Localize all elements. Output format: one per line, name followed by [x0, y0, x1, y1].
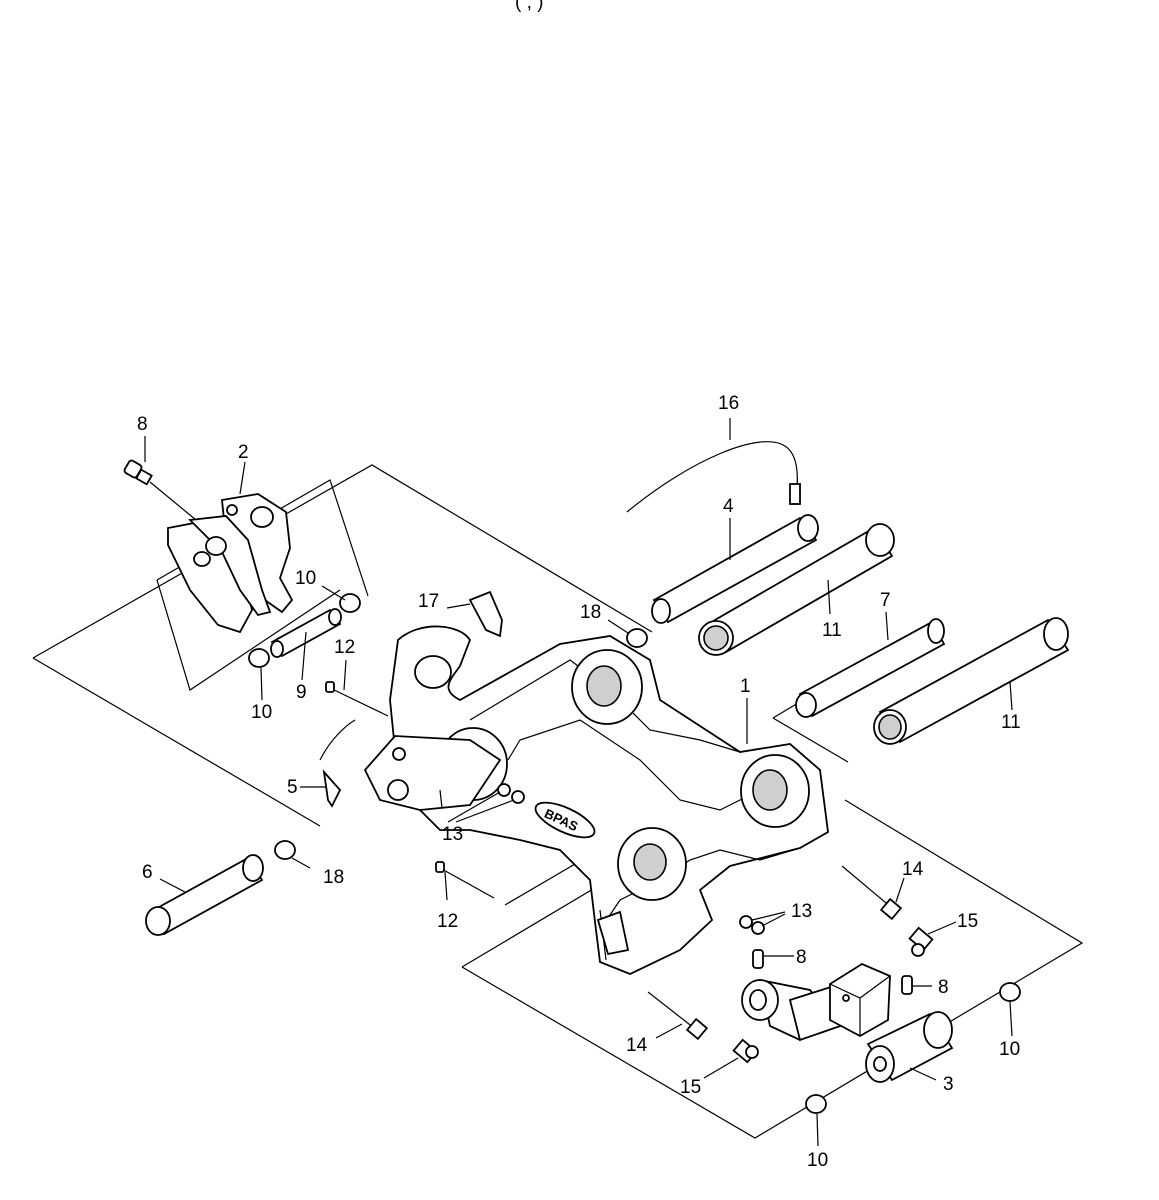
- callout-18: 18: [323, 867, 344, 888]
- callout-3: 3: [943, 1074, 954, 1095]
- callout-10: 10: [251, 702, 272, 723]
- callout-1: 1: [740, 676, 751, 697]
- pin-4: [651, 514, 819, 624]
- nut-b: [511, 790, 525, 804]
- nut-a: [497, 783, 511, 797]
- callout-10: 10: [295, 568, 316, 589]
- callout-12: 12: [334, 637, 355, 658]
- callout-17: 17: [418, 591, 439, 612]
- ring-18-lower: [274, 840, 296, 860]
- bushing-upper: [698, 523, 895, 656]
- callout-2: 2: [238, 442, 249, 463]
- callout-8: 8: [938, 977, 949, 998]
- bolt-lower: [435, 861, 495, 899]
- hose-fitting-lower: [647, 991, 709, 1041]
- nut-c: [739, 915, 753, 929]
- callout-8: 8: [796, 947, 807, 968]
- callout-15: 15: [680, 1077, 701, 1098]
- callout-11: 11: [822, 620, 842, 641]
- bracket-plates: [167, 493, 294, 634]
- callout-10: 10: [999, 1039, 1020, 1060]
- callout-leaders: [144, 418, 1013, 1147]
- callout-10: 10: [807, 1150, 828, 1171]
- small-bracket: [468, 590, 503, 638]
- side-plate: [319, 719, 502, 811]
- callout-15: 15: [957, 911, 978, 932]
- callout-14: 14: [626, 1035, 648, 1056]
- bolt-upper: [325, 681, 389, 717]
- grease-nipple-top: [123, 459, 197, 521]
- callout-12: 12: [437, 911, 458, 932]
- pin-7: [795, 618, 946, 718]
- lanyard-cable: [626, 441, 798, 513]
- hydraulic-cylinder: [741, 962, 954, 1083]
- frame-logo: BPAS: [534, 801, 596, 839]
- retaining-ring-b: [248, 648, 270, 668]
- ring-18-upper: [626, 628, 648, 648]
- cable-clip: [789, 483, 801, 505]
- elbow-lower: [732, 1038, 759, 1064]
- callout-5: 5: [287, 777, 298, 798]
- grease-nipple-mid: [752, 949, 764, 969]
- elbow-upper: [908, 926, 934, 957]
- retaining-ring-a: [339, 593, 361, 613]
- callout-8: 8: [137, 414, 148, 435]
- callout-11: 11: [1001, 712, 1021, 733]
- callout-13: 13: [791, 901, 812, 922]
- callout-18: 18: [580, 602, 601, 623]
- hose-fitting-upper: [841, 865, 903, 921]
- bushing-6: [145, 854, 264, 936]
- callout-13: 13: [442, 824, 463, 845]
- grease-nipple-right: [901, 975, 913, 995]
- callout-7: 7: [880, 590, 891, 611]
- callout-6: 6: [142, 862, 153, 883]
- callout-4: 4: [723, 496, 734, 517]
- header-fragment: ( , ): [515, 0, 544, 13]
- ring-10-bottom: [805, 1094, 827, 1114]
- ring-10-right: [999, 982, 1021, 1002]
- callout-14: 14: [902, 859, 924, 880]
- callout-labels: 8 2 10 10 9 12 16 4 18 11 7 1 11 17 5 6 …: [137, 393, 1021, 1171]
- nut-d: [751, 921, 765, 935]
- callout-16: 16: [718, 393, 739, 414]
- bushing-lower: [873, 617, 1070, 745]
- callout-9: 9: [296, 682, 307, 703]
